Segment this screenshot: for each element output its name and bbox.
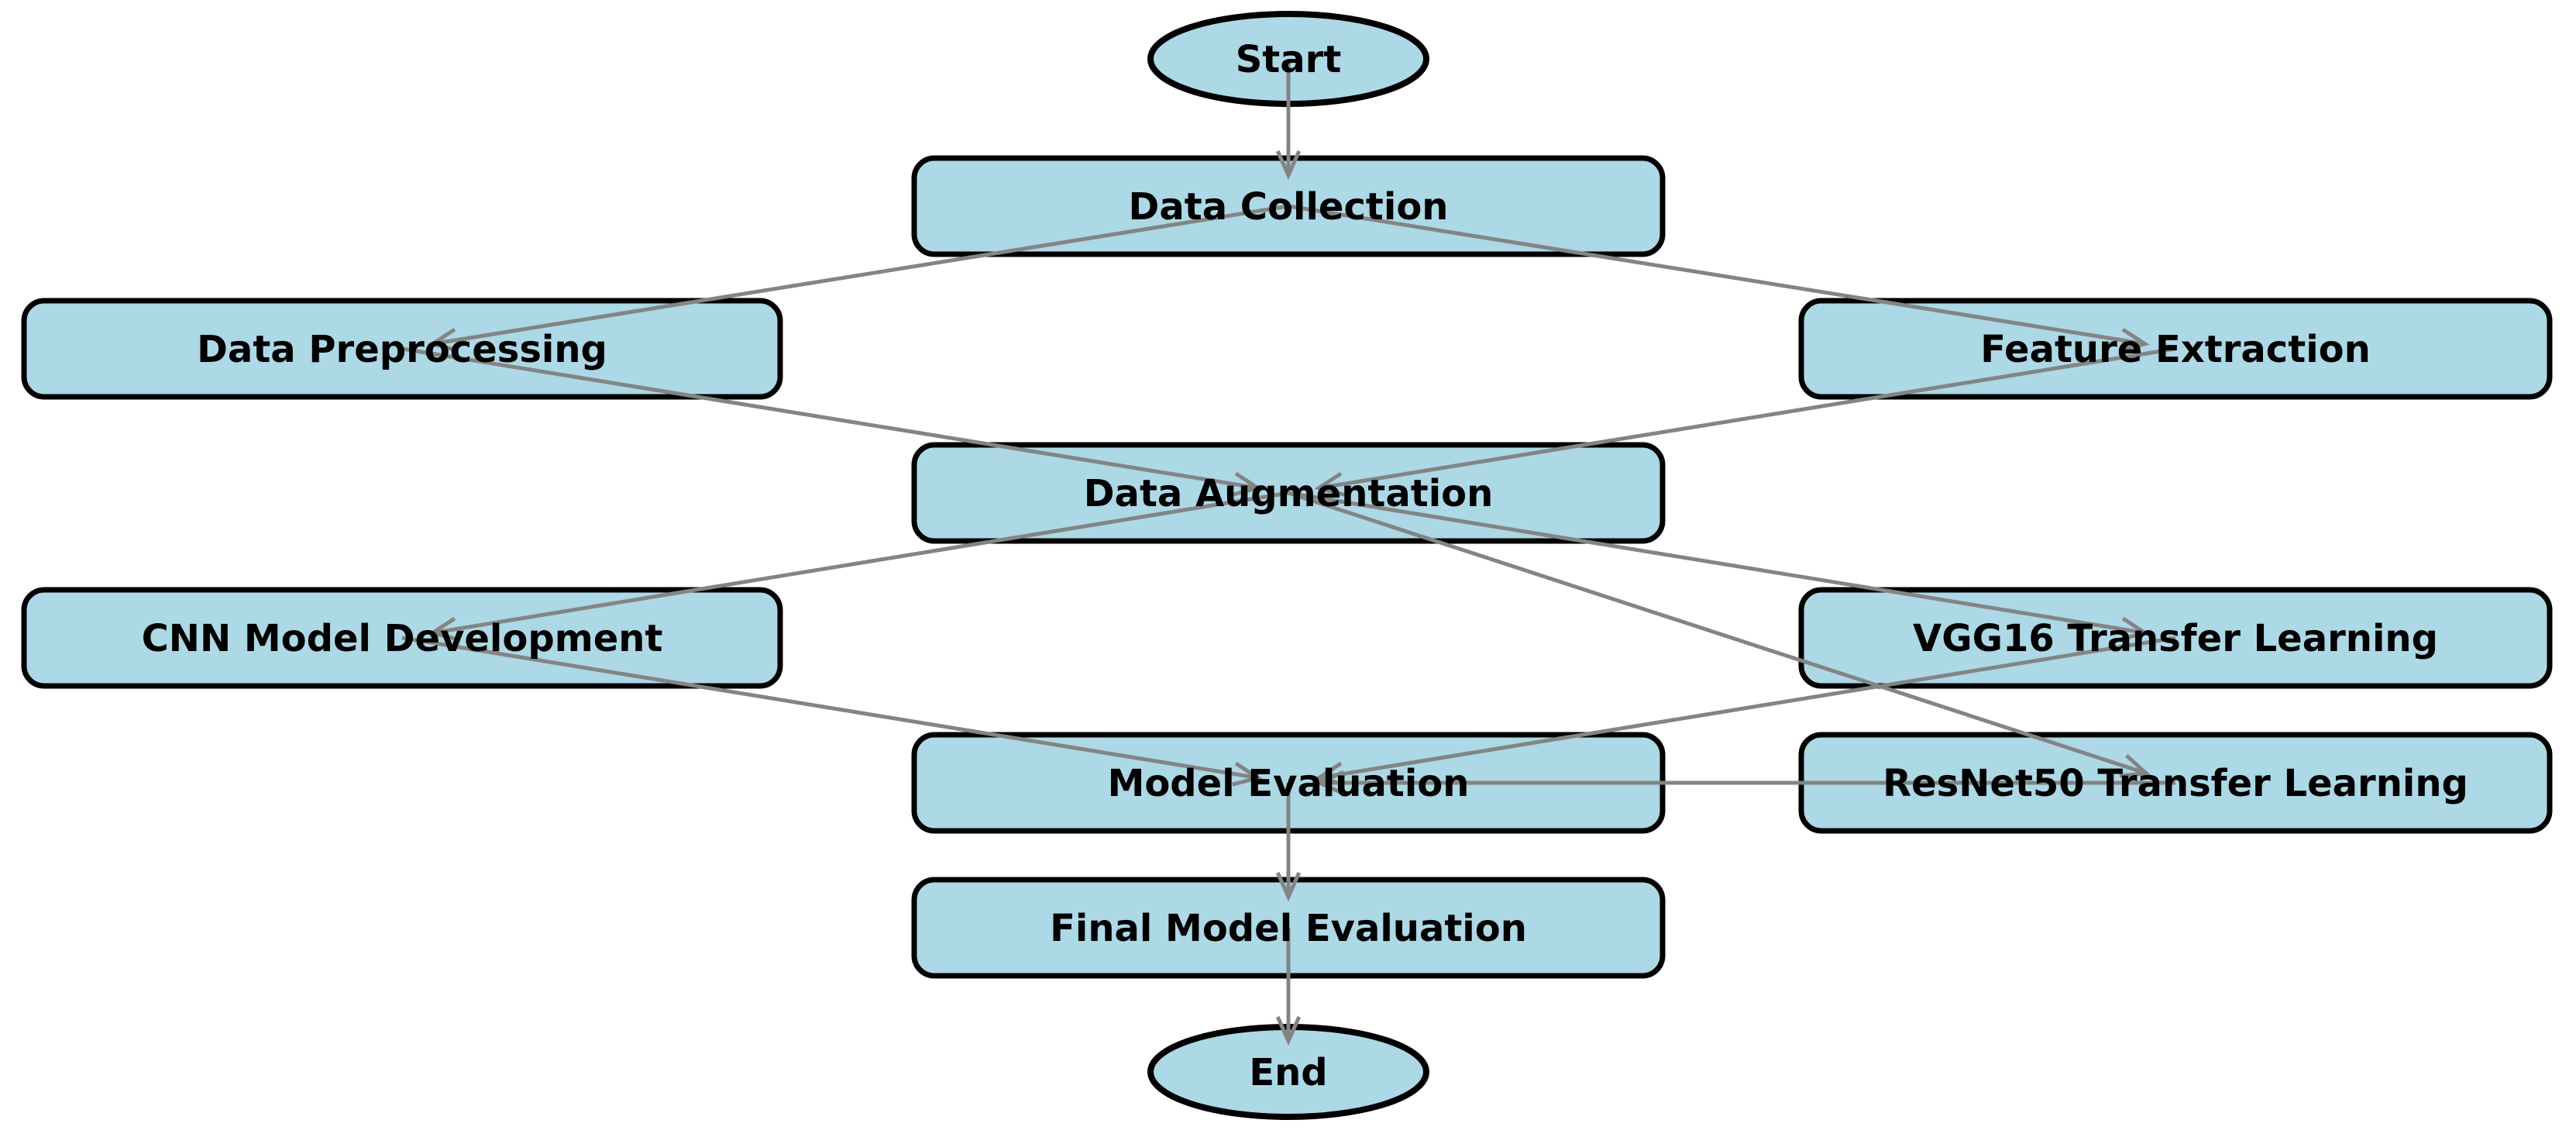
- node-label-resnet50-transfer-learning: ResNet50 Transfer Learning: [1883, 762, 2468, 805]
- node-label-cnn-model-development: CNN Model Development: [142, 617, 663, 660]
- node-label-feature-extraction: Feature Extraction: [1980, 328, 2371, 371]
- node-label-data-preprocessing: Data Preprocessing: [197, 328, 607, 371]
- node-label-vgg16-transfer-learning: VGG16 Transfer Learning: [1913, 617, 2438, 660]
- edge-data-preprocessing-to-data-augmentation: [401, 346, 1258, 491]
- node-label-data-collection: Data Collection: [1129, 185, 1449, 229]
- edge-data-collection-to-data-preprocessing: [432, 204, 1289, 346]
- edge-data-augmentation-to-cnn-model-development: [432, 491, 1289, 636]
- arrowhead-icon: [1275, 871, 1302, 902]
- edge-data-augmentation-to-resnet50-transfer-learning: [1288, 491, 2147, 775]
- node-label-data-augmentation: Data Augmentation: [1084, 472, 1494, 515]
- arrowhead-icon: [1232, 471, 1263, 497]
- arrowhead-icon: [2119, 616, 2150, 642]
- arrowhead-icon: [1314, 770, 1345, 796]
- edge-feature-extraction-to-data-augmentation: [1319, 346, 2176, 491]
- arrowhead-icon: [428, 616, 459, 642]
- node-label-final-model-evaluation: Final Model Evaluation: [1050, 907, 1527, 950]
- edge-cnn-model-development-to-model-evaluation: [401, 636, 1258, 780]
- arrowhead-icon: [428, 327, 459, 353]
- edge-vgg16-transfer-learning-to-model-evaluation: [1319, 636, 2176, 780]
- edges-layer: [401, 59, 2176, 1046]
- arrowhead-icon: [1275, 150, 1302, 181]
- arrowhead-icon: [1232, 761, 1263, 787]
- node-label-model-evaluation: Model Evaluation: [1108, 762, 1470, 805]
- arrowhead-icon: [2119, 753, 2151, 778]
- node-shapes-layer: [21, 11, 2553, 1120]
- edge-data-collection-to-feature-extraction: [1288, 204, 2145, 346]
- node-label-start: Start: [1236, 38, 1342, 81]
- arrowhead-icon: [1314, 471, 1345, 497]
- node-label-end: End: [1249, 1051, 1327, 1094]
- arrowhead-icon: [1275, 1015, 1302, 1046]
- edge-data-augmentation-to-vgg16-transfer-learning: [1288, 491, 2145, 636]
- arrowhead-icon: [2119, 327, 2150, 353]
